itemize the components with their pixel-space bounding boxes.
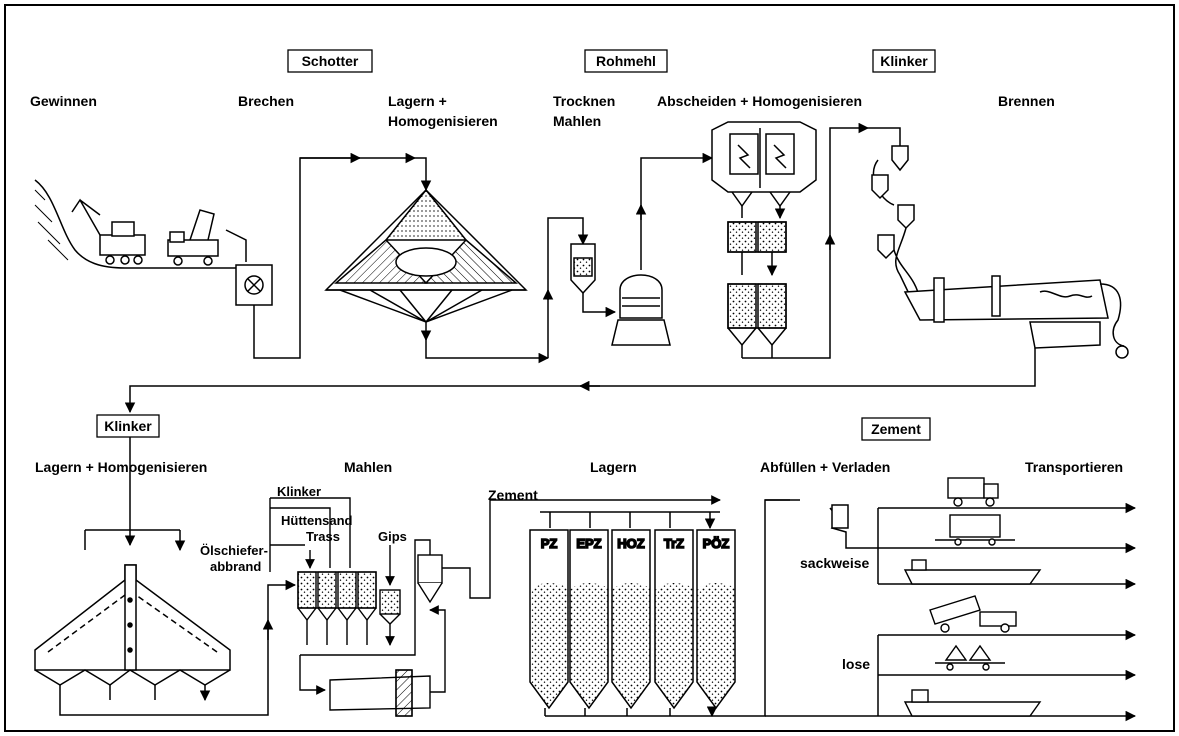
precipitator-and-homogenizing-silos bbox=[712, 122, 868, 358]
stage-abscheiden: Abscheiden + Homogenisieren bbox=[657, 93, 862, 109]
stage-trocknen-line1: Trocknen bbox=[553, 93, 615, 109]
zement-box: Zement bbox=[862, 418, 930, 440]
stage-lagern-line1: Lagern + bbox=[388, 93, 447, 109]
stage-trocknen-line2: Mahlen bbox=[553, 113, 601, 129]
cement-silos: PZ EPZ HOZ TrZ PÖZ bbox=[530, 500, 790, 716]
stage-abfuellen: Abfüllen + Verladen bbox=[760, 459, 890, 475]
silo-label-trz: TrZ bbox=[664, 536, 684, 551]
input-gips: Gips bbox=[378, 529, 407, 544]
rohmehl-label: Rohmehl bbox=[596, 53, 656, 69]
stage-mahlen: Mahlen bbox=[344, 459, 392, 475]
stage-brennen: Brennen bbox=[998, 93, 1055, 109]
stage-gewinnen: Gewinnen bbox=[30, 93, 97, 109]
klinker-box-top: Klinker bbox=[873, 50, 935, 72]
cement-silo-hoz: HOZ bbox=[612, 530, 650, 708]
vehicle-tipper-truck-bulk bbox=[930, 596, 1016, 632]
rohmehl-box: Rohmehl bbox=[585, 50, 667, 72]
input-oelschiefer-line1: Ölschiefer- bbox=[200, 543, 268, 558]
flow-label-zement: Zement bbox=[488, 487, 538, 503]
silo-label-pöz: PÖZ bbox=[703, 536, 730, 551]
flow-label-lose: lose bbox=[842, 656, 870, 672]
raw-mill bbox=[571, 158, 712, 345]
stage-brechen: Brechen bbox=[238, 93, 294, 109]
cement-silo-pöz: PÖZ bbox=[697, 530, 735, 708]
vehicle-rail-tanker-bulk bbox=[935, 646, 1005, 670]
input-trass: Trass bbox=[306, 529, 340, 544]
input-klinker: Klinker bbox=[277, 484, 321, 499]
klinker-box-bottom: Klinker bbox=[97, 415, 159, 437]
flow-label-sackweise: sackweise bbox=[800, 555, 869, 571]
vehicle-truck-bags bbox=[948, 478, 998, 506]
silo-label-pz: PZ bbox=[541, 536, 558, 551]
cement-silo-pz: PZ bbox=[530, 530, 568, 708]
input-huettensand: Hüttensand bbox=[281, 513, 353, 528]
vehicle-ship-bulk bbox=[905, 690, 1040, 716]
cement-silo-epz: EPZ bbox=[570, 530, 608, 708]
quarry-excavator-illustration bbox=[35, 180, 250, 268]
schotter-label: Schotter bbox=[302, 53, 359, 69]
raw-storage-pyramid bbox=[326, 190, 548, 358]
stage-lagern-homogenisieren: Lagern + Homogenisieren bbox=[35, 459, 207, 475]
cement-silo-trz: TrZ bbox=[655, 530, 693, 708]
zement-label: Zement bbox=[871, 421, 921, 437]
stage-transportieren: Transportieren bbox=[1025, 459, 1123, 475]
stage-lagern: Lagern bbox=[590, 459, 637, 475]
stage-lagern-line2: Homogenisieren bbox=[388, 113, 498, 129]
vehicle-rail-wagon-bags bbox=[935, 515, 1015, 545]
rotary-kiln-with-preheater bbox=[868, 128, 1128, 376]
vehicle-ship-bags bbox=[905, 560, 1040, 584]
silo-label-epz: EPZ bbox=[576, 536, 601, 551]
clinker-storage-hall bbox=[35, 437, 295, 715]
klinker-label-bottom: Klinker bbox=[104, 418, 152, 434]
klinker-label-top: Klinker bbox=[880, 53, 928, 69]
input-oelschiefer-line2: abbrand bbox=[210, 559, 261, 574]
silo-label-hoz: HOZ bbox=[617, 536, 645, 551]
schotter-box: Schotter bbox=[288, 50, 372, 72]
flow-line-clinker-return bbox=[130, 376, 1035, 412]
